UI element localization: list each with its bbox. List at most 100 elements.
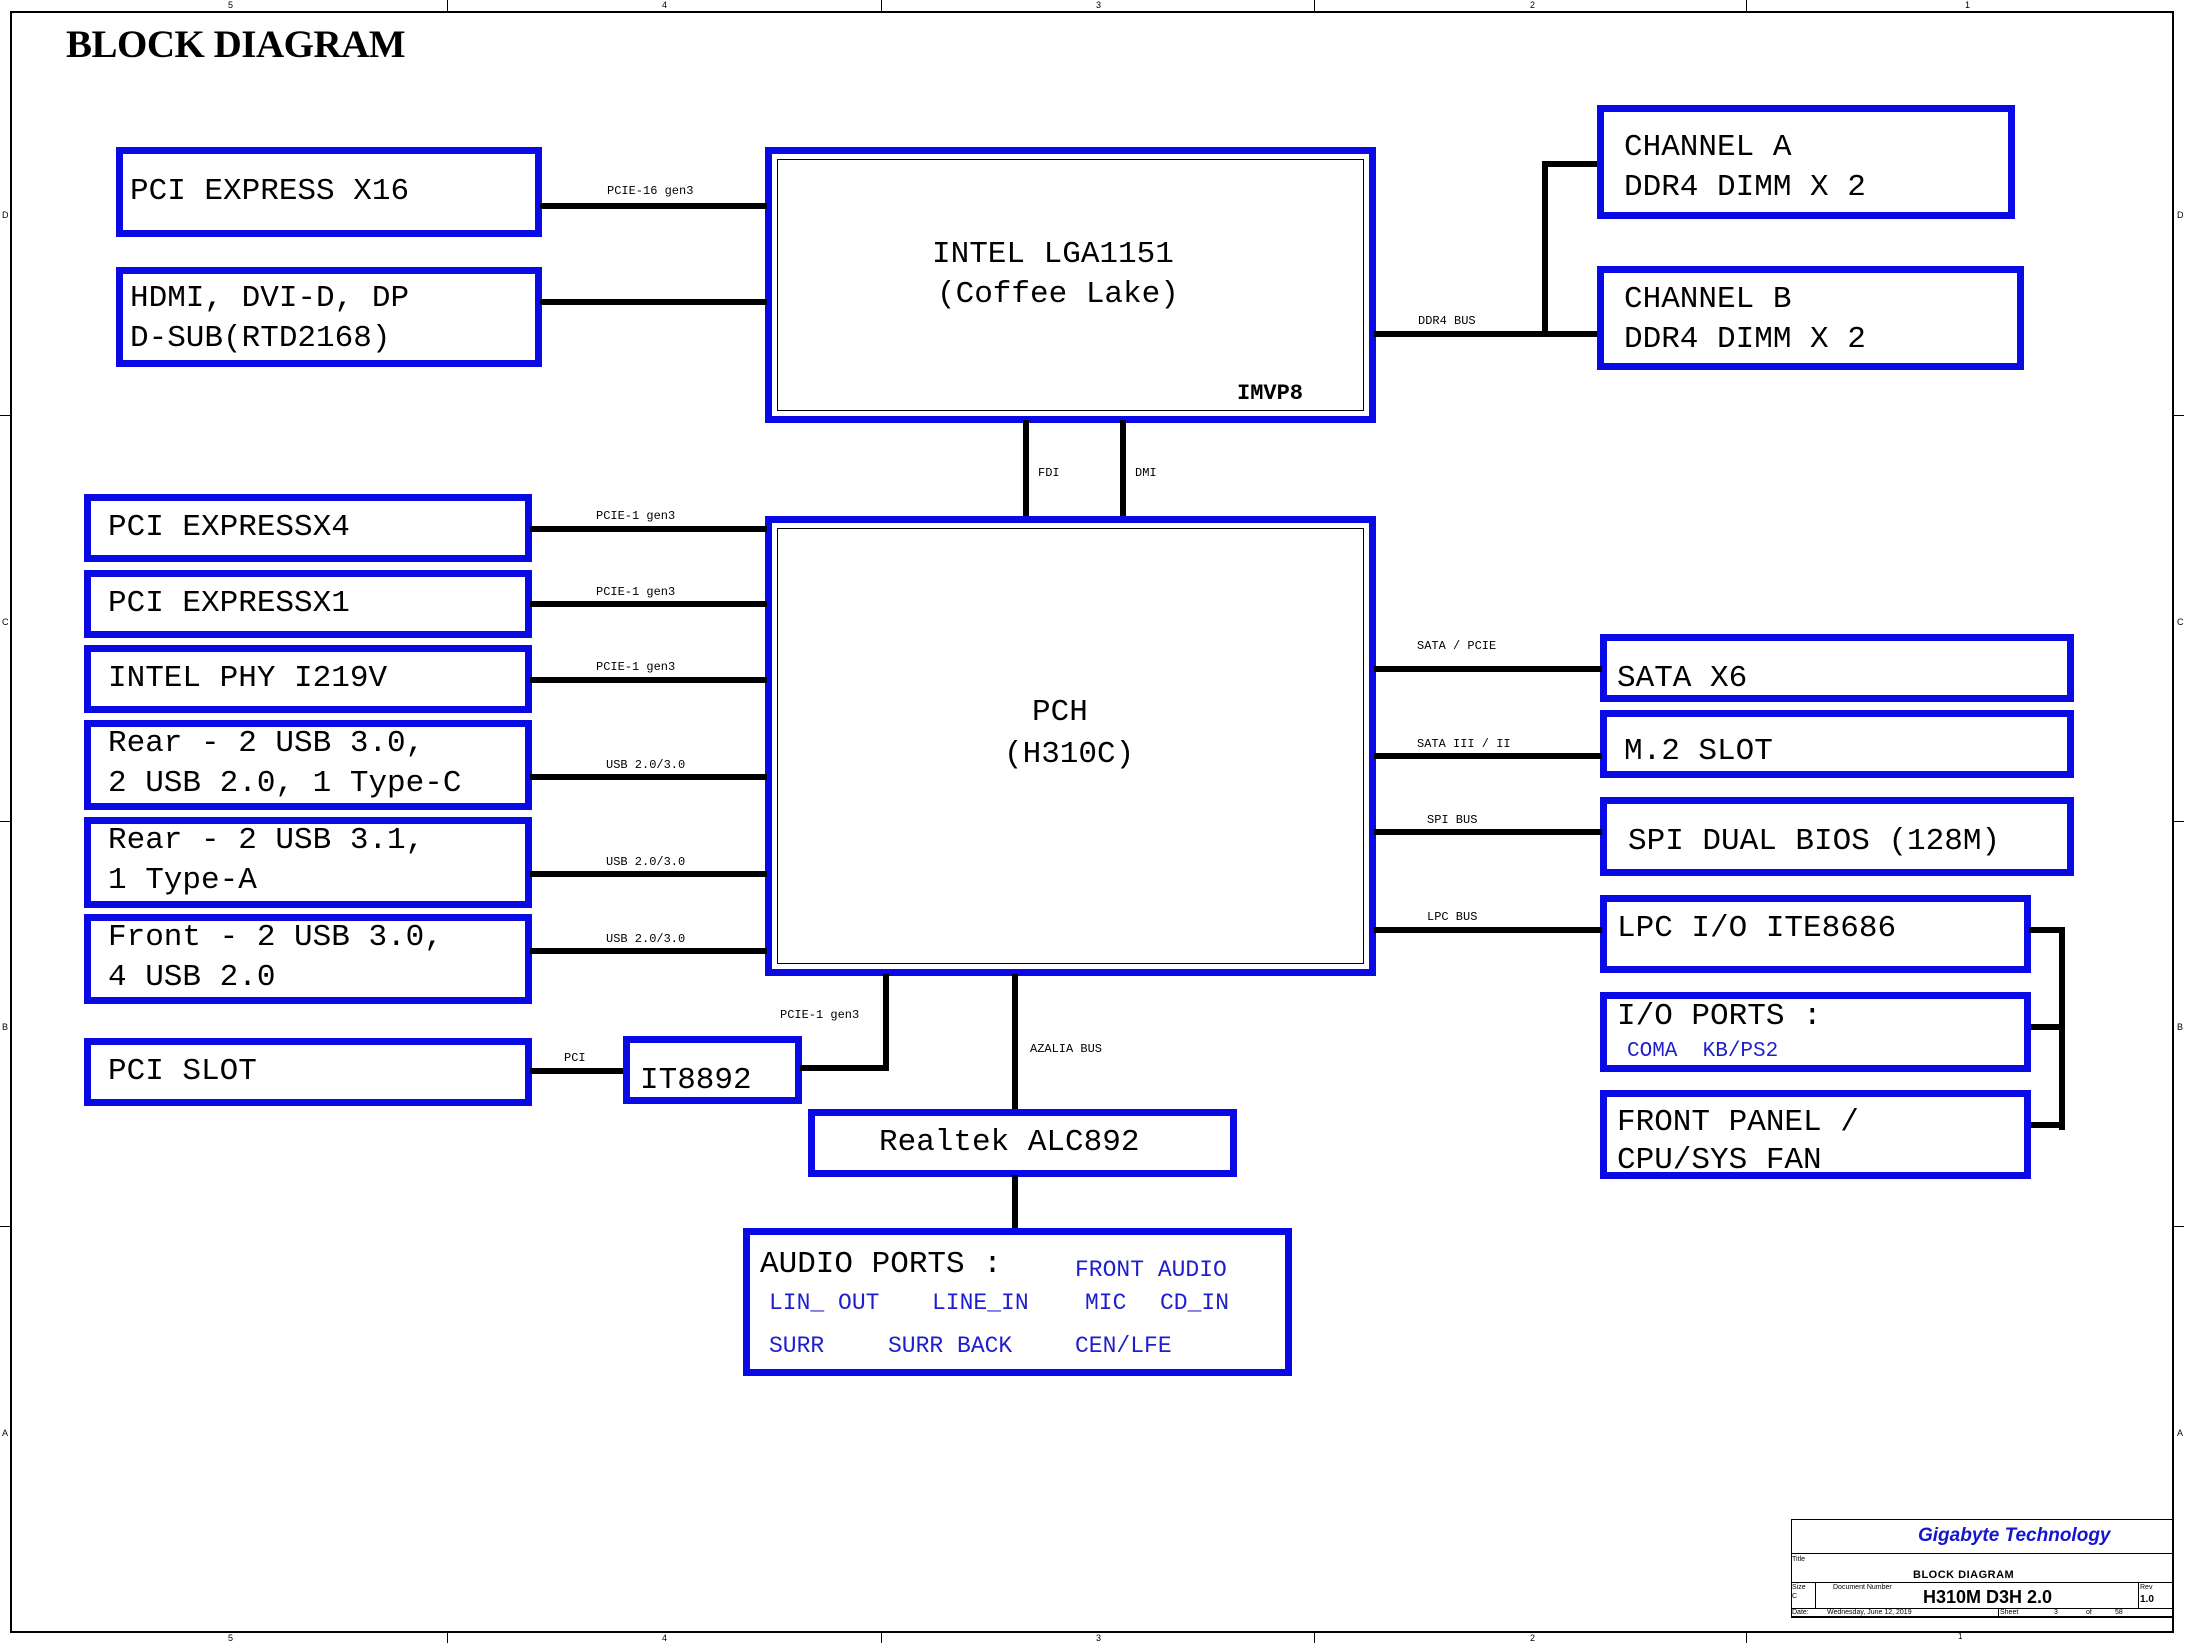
border-divider [1746,0,1747,11]
border-divider [1314,0,1315,11]
ddr4-bus-riser [1542,161,1548,337]
lpc-bus-label: LPC BUS [1427,910,1478,924]
title-block-rule [1791,1553,2173,1554]
title-block [1791,1519,2173,1618]
front-usb-label: Front - 2 USB 3.0, 4 USB 2.0 [108,920,443,995]
title-value: BLOCK DIAGRAM [1913,1569,2015,1581]
audio-ports-block[interactable] [743,1228,1292,1376]
lan-phy-bus-label: PCIE-1 gen3 [596,660,676,674]
pci-bridge-bus-label: PCIE-1 gen3 [780,1008,860,1022]
rear-usb-2-label: Rear - 2 USB 3.1, 1 Type-A [108,823,425,898]
front-panel-block[interactable] [1600,1090,2031,1179]
border-col-label: 4 [662,1633,668,1643]
spi-bus-wire [1374,829,1602,835]
border-divider [447,1633,448,1643]
io-ports-block[interactable] [1600,992,2031,1072]
front-usb-bus-label: USB 2.0/3.0 [606,932,686,946]
rear-usb-1-block[interactable] [84,720,532,810]
border-divider [1746,1633,1747,1643]
sata-label: SATA X6 [1617,661,1748,696]
border-row-label: A [2177,1428,2184,1438]
audio-port: MIC [1085,1290,1127,1316]
m2-slot-bus-label: SATA III / II [1417,737,1511,751]
cpu-codename: (Coffee Lake) [937,277,1179,312]
border-row-label: A [2,1428,9,1438]
superio-bracket-top [2029,927,2065,933]
page-title: BLOCK DIAGRAM [66,23,406,66]
rear-usb-1-bus-label: USB 2.0/3.0 [606,758,686,772]
border-col-label: 3 [1096,0,1102,10]
border-divider [1314,1633,1315,1643]
m2-slot-wire [1374,753,1602,759]
ddr4-bus-label: DDR4 BUS [1418,314,1476,328]
ddr4-bus-wire [1374,331,1600,337]
pcie-x1-label: PCI EXPRESSX1 [108,586,350,621]
border-divider [2174,1226,2184,1227]
channel-b-block[interactable] [1597,266,2024,370]
pcie-x16-block[interactable] [116,147,542,237]
m2-slot-block[interactable] [1600,710,2074,778]
spi-bios-label: SPI DUAL BIOS (128M) [1628,824,2001,859]
pcie-x1-bus-label: PCIE-1 gen3 [596,585,676,599]
rear-usb-2-block[interactable] [84,817,532,908]
border-col-label: 1 [1958,1632,1963,1641]
title-block-rule [1791,1616,2173,1617]
pch-model: (H310C) [1004,737,1135,772]
pcie-x4-block[interactable] [84,494,532,562]
pcie-x16-bus-label: PCIE-16 gen3 [607,184,694,198]
pci-bus-wire [530,1068,626,1074]
audio-port: SURR BACK [888,1333,1013,1359]
pch-block[interactable] [765,516,1376,976]
sata-block[interactable] [1600,634,2074,702]
lpc-io-label: LPC I/O ITE8686 [1617,911,1897,946]
pcie-x1-wire [530,601,767,607]
lpc-io-block[interactable] [1600,895,2031,973]
rear-usb-2-wire [530,871,767,877]
ddr4-channel-a-wire [1542,161,1600,167]
azalia-bus-wire [1012,974,1018,1112]
rear-usb-2-bus-label: USB 2.0/3.0 [606,855,686,869]
azalia-bus-label: AZALIA BUS [1030,1042,1103,1056]
front-usb-wire [530,948,767,954]
lan-phy-block[interactable] [84,645,532,713]
spi-bios-block[interactable] [1600,797,2074,876]
audio-codec-block[interactable] [808,1109,1237,1177]
channel-a-block[interactable] [1597,105,2015,219]
audio-port: FRONT AUDIO [1075,1257,1227,1283]
title-block-rule [1815,1582,1816,1608]
audio-ports-wire [1012,1175,1018,1230]
sata-wire [1374,666,1602,672]
border-divider [881,0,882,11]
rear-usb-1-wire [530,774,767,780]
display-outputs-block[interactable] [116,267,542,367]
rear-usb-1-label: Rear - 2 USB 3.0, 2 USB 2.0, 1 Type-C [108,726,462,801]
front-usb-block[interactable] [84,914,532,1004]
channel-a-label: CHANNEL A DDR4 DIMM X 2 [1624,130,1866,205]
pci-slot-label: PCI SLOT [108,1054,257,1089]
pcie-x1-block[interactable] [84,570,532,638]
pcie-x4-label: PCI EXPRESSX4 [108,510,350,545]
pcie-x4-wire [530,526,767,532]
pch-inner-outline [777,528,1364,964]
docnum-label: Document Number [1833,1584,1892,1591]
channel-b-label: CHANNEL B DDR4 DIMM X 2 [1624,282,1866,357]
cpu-block[interactable] [765,147,1376,423]
rev-value: 1.0 [2140,1594,2154,1605]
border-divider [2174,415,2184,416]
rev-label: Rev [2140,1584,2153,1591]
size-label: Size [1792,1584,1806,1591]
pci-bridge-wire-h [800,1065,889,1071]
border-divider [0,415,10,416]
pci-slot-block[interactable] [84,1038,532,1106]
audio-codec-label: Realtek ALC892 [879,1125,1140,1160]
display-outputs-wire [540,299,767,305]
border-row-label: B [2,1022,9,1032]
pci-bridge-block[interactable] [623,1036,802,1104]
border-col-label: 1 [1965,0,1971,10]
border-row-label: D [2,210,9,220]
border-col-label: 2 [1530,1633,1536,1643]
cpu-name: INTEL LGA1151 [932,237,1174,272]
border-divider [2174,821,2184,822]
sheet-label: Sheet [2000,1609,2019,1616]
sata-bus-label: SATA / PCIE [1417,639,1497,653]
